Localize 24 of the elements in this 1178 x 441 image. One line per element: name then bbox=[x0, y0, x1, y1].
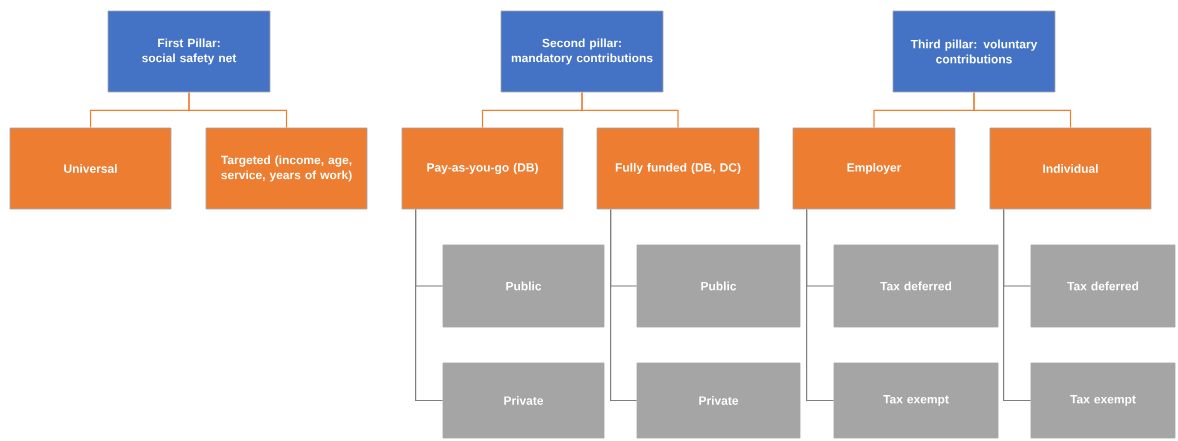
subcategory-box: Tax deferred bbox=[833, 244, 999, 328]
connector-line bbox=[610, 208, 638, 402]
category-box: Universal bbox=[9, 127, 172, 210]
subcategory-box: Tax exempt bbox=[1030, 362, 1176, 439]
subcategory-box: Public bbox=[636, 244, 801, 328]
subcategory-box: Tax deferred bbox=[1030, 244, 1176, 328]
subcategory-box: Private bbox=[636, 362, 801, 439]
subcategory-box: Private bbox=[442, 362, 605, 439]
connector-line bbox=[581, 91, 679, 129]
pillar-box: Third pillar: voluntary contributions bbox=[892, 10, 1056, 93]
subcategory-box: Public bbox=[442, 244, 605, 328]
connector-line bbox=[188, 91, 288, 129]
connector-line bbox=[806, 208, 835, 402]
connector-line bbox=[415, 208, 444, 402]
category-box: Employer bbox=[792, 127, 956, 210]
pillar-box: Second pillar: mandatory contributions bbox=[500, 10, 664, 93]
category-box: Targeted (income, age, service, years of work) bbox=[205, 127, 368, 210]
pillar-box: First Pillar: social safety net bbox=[107, 10, 271, 93]
category-box: Individual bbox=[989, 127, 1152, 210]
category-box: Pay-as-you-go (DB) bbox=[401, 127, 564, 210]
subcategory-box: Tax exempt bbox=[833, 362, 999, 439]
category-box: Fully funded (DB, DC) bbox=[596, 127, 760, 210]
connector-line bbox=[973, 91, 1072, 129]
connector-line bbox=[1003, 208, 1032, 402]
